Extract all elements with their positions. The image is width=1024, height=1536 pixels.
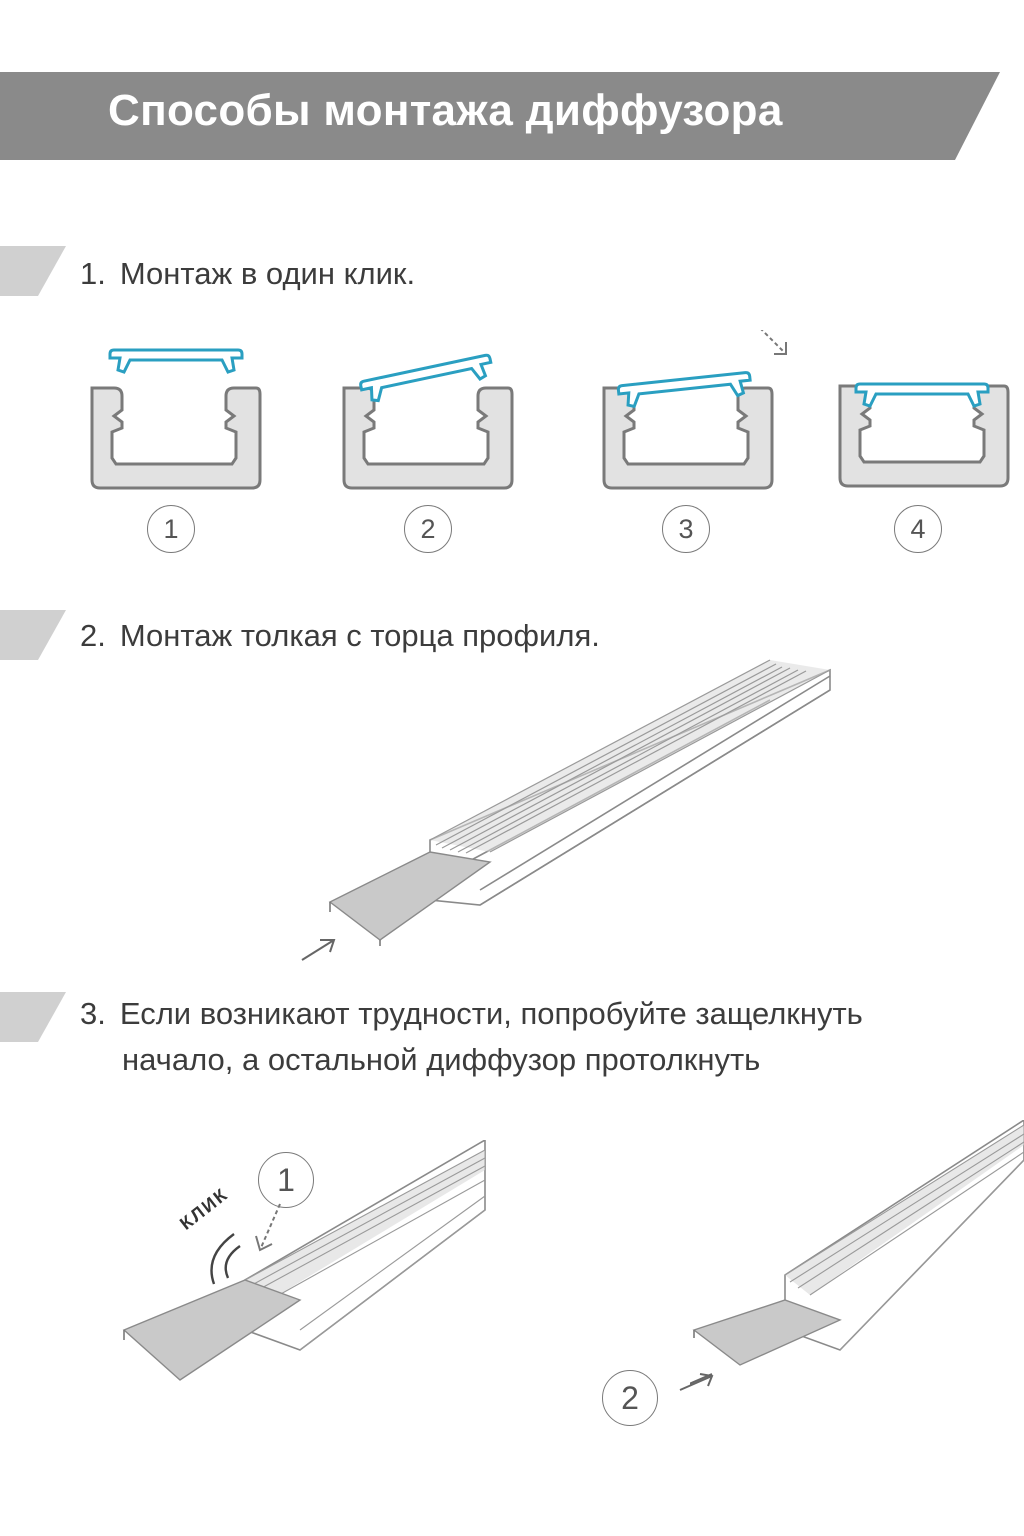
diffuser-stage-1 [108,348,244,374]
push-stage-number-2: 2 [602,1370,658,1426]
step-2-heading: 2. Монтаж толкая с торца профиля. [80,618,600,654]
header-banner [0,72,1000,160]
step-1-number: 1. [80,256,106,291]
profile-stage-2 [342,386,514,490]
push-install-diagram [301,659,831,961]
stage-number-2: 2 [404,505,452,553]
step-3-tab [0,992,66,1042]
page-title: Способы монтажа диффузора [108,86,783,135]
push-rest-diagram [690,1120,1024,1385]
step-2-tab [0,610,66,660]
stage-number-3: 3 [662,505,710,553]
diffuser-stage-2 [358,353,496,406]
press-arrow-icon [760,330,787,355]
diffuser-stage-3 [616,370,754,410]
snap-start-diagram [122,1140,486,1381]
push-stage-number-1: 1 [258,1152,314,1208]
step-3-heading: 3. Если возникают трудности, попробуйте з… [80,996,863,1032]
step-1-heading: 1. Монтаж в один клик. [80,256,415,292]
step-1-tab [0,246,66,296]
stage-number-1: 1 [147,505,195,553]
step-1-text: Монтаж в один клик. [119,256,416,291]
sound-waves-icon [210,1233,241,1285]
push-arrow-2-icon [679,1373,714,1391]
step-3-text-line2: начало, а остальной диффузор протолкнуть [122,1042,761,1077]
step-3-number: 3. [80,996,106,1031]
push-rest-arrow-icon [690,1373,713,1385]
snap-arrow-icon [255,1203,281,1252]
stage-number-4: 4 [894,505,942,553]
step-3-text: Если возникают трудности, попробуйте защ… [119,996,863,1031]
profile-stage-1 [90,386,262,490]
step-2-text: Монтаж толкая с торца профиля. [119,618,600,653]
click-install-diagram [90,330,1010,490]
push-arrow-icon [301,939,336,961]
step-2-number: 2. [80,618,106,653]
diffuser-stage-4 [854,382,990,408]
